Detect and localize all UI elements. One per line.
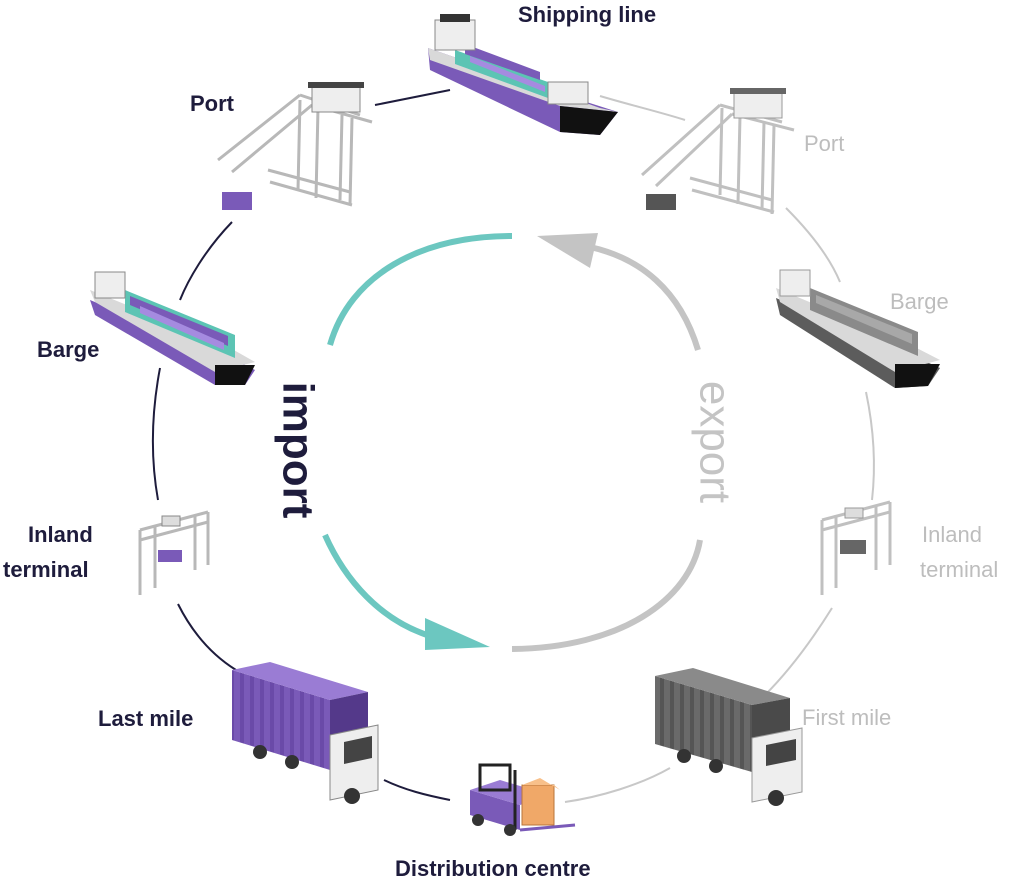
import-connector-lines (151, 89, 451, 801)
connector-firstmile-to-distribution-export (564, 767, 671, 803)
barge-icon-import (90, 271, 255, 385)
import-arrowhead (425, 618, 490, 650)
last-mile-label: Last mile (98, 706, 193, 731)
export-arrowhead (537, 233, 598, 268)
inland-terminal-crane-icon-export (820, 500, 892, 595)
export-arc-upper (589, 244, 701, 351)
connector-port-to-barge-export (785, 207, 841, 283)
forklift-icon (470, 763, 576, 836)
shipping-line-ship-icon (428, 14, 618, 135)
port-label-import: Port (190, 91, 235, 116)
connector-port-to-barge (179, 221, 233, 301)
import-word: import (273, 382, 322, 519)
barge-icon-export (776, 269, 940, 388)
export-connector-lines (564, 95, 875, 803)
inland-terminal-label-import-l1: Inland (28, 522, 93, 547)
import-arc-lower (322, 533, 431, 639)
inland-terminal-label-export-l1: Inland (922, 522, 982, 547)
port-crane-icon-export (640, 88, 795, 215)
shipping-line-label: Shipping line (518, 2, 656, 27)
connector-shipping-to-port (374, 89, 451, 106)
first-mile-label: First mile (802, 705, 891, 730)
port-label-export: Port (804, 131, 844, 156)
export-arc (511, 539, 703, 652)
barge-label-export: Barge (890, 289, 949, 314)
connector-lastmile-to-distribution (383, 779, 451, 801)
inland-terminal-label-export-l2: terminal (920, 557, 998, 582)
inland-terminal-crane-icon-import (138, 510, 210, 595)
connector-barge-to-inland-export (865, 391, 875, 501)
truck-icon-import (232, 662, 379, 804)
export-word: export (690, 381, 739, 503)
barge-label-import: Barge (37, 337, 99, 362)
connector-barge-to-inland (151, 367, 161, 501)
inland-terminal-label-import-l2: terminal (3, 557, 89, 582)
center-cycle: import export (273, 233, 739, 652)
connector-inland-to-firstmile-export (764, 607, 833, 696)
import-arc (327, 233, 513, 346)
truck-icon-export (655, 668, 803, 806)
connector-shipping-to-port-export (599, 95, 686, 121)
distribution-centre-label: Distribution centre (395, 856, 591, 881)
connector-inland-to-lastmile (177, 603, 237, 671)
port-crane-icon-import (217, 82, 373, 210)
